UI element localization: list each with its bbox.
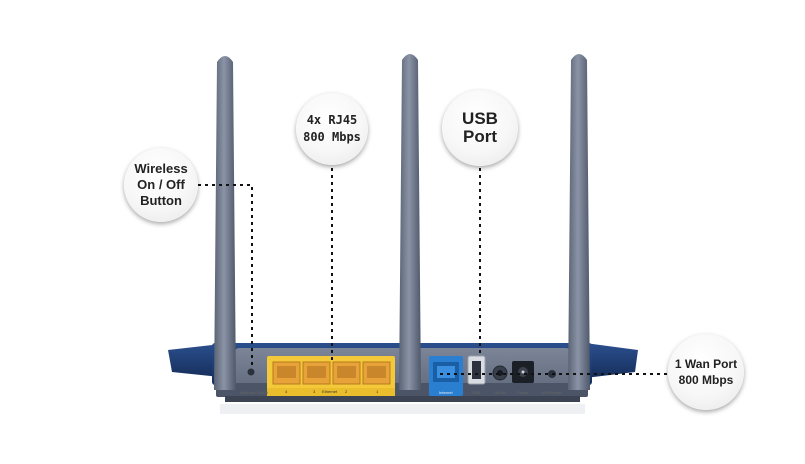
callout-rj45: 4x RJ45 800 Mbps xyxy=(296,93,368,165)
lan-panel xyxy=(267,356,395,396)
label-port1: 1 xyxy=(376,389,379,394)
callout-rj45-line2: 800 Mbps xyxy=(303,130,361,144)
leader-lines xyxy=(198,168,668,375)
lan-port-1 xyxy=(362,361,391,385)
label-wps-reset: WPS/Reset xyxy=(541,390,562,395)
reflection xyxy=(220,404,585,414)
callout-wan-line1: 1 Wan Port xyxy=(674,357,738,371)
antenna-center xyxy=(399,54,421,390)
wan-port xyxy=(429,356,463,396)
callout-wireless-button: Wireless On / Off Button xyxy=(124,148,198,222)
callout-rj45-line1: 4x RJ45 xyxy=(306,113,358,127)
antenna-left xyxy=(214,56,236,390)
callout-wireless-line1: Wireless xyxy=(134,161,188,176)
label-port3: 3 xyxy=(313,389,316,394)
callout-wan: 1 Wan Port 800 Mbps xyxy=(668,334,744,410)
lan-port-4 xyxy=(272,361,301,385)
power-jack xyxy=(512,361,534,383)
callout-usb: USB Port xyxy=(442,90,518,166)
lan-port-2 xyxy=(332,361,361,385)
label-power: Power xyxy=(517,390,529,395)
callout-usb-line1: USB xyxy=(462,109,498,128)
wireless-onoff-button xyxy=(247,368,255,376)
callout-wan-line2: 800 Mbps xyxy=(678,373,734,387)
label-port2: 2 xyxy=(345,389,348,394)
label-port4: 4 xyxy=(285,389,288,394)
lan-port-3 xyxy=(302,361,331,385)
callout-wireless-line2: On / Off xyxy=(137,177,185,192)
label-internet: Internet xyxy=(439,390,453,395)
antenna-right xyxy=(568,54,590,390)
label-wireless-onoff: Wireless On/Off xyxy=(240,390,269,395)
leader-wireless xyxy=(198,184,253,368)
onoff-switch xyxy=(492,365,508,381)
label-ethernet: Ethernet xyxy=(322,389,338,394)
label-onoff: On/Off xyxy=(494,390,506,395)
callout-usb-line2: Port xyxy=(463,127,497,146)
usb-port xyxy=(467,355,486,385)
label-usb: USB xyxy=(472,390,481,395)
callout-wireless-line3: Button xyxy=(140,193,182,208)
